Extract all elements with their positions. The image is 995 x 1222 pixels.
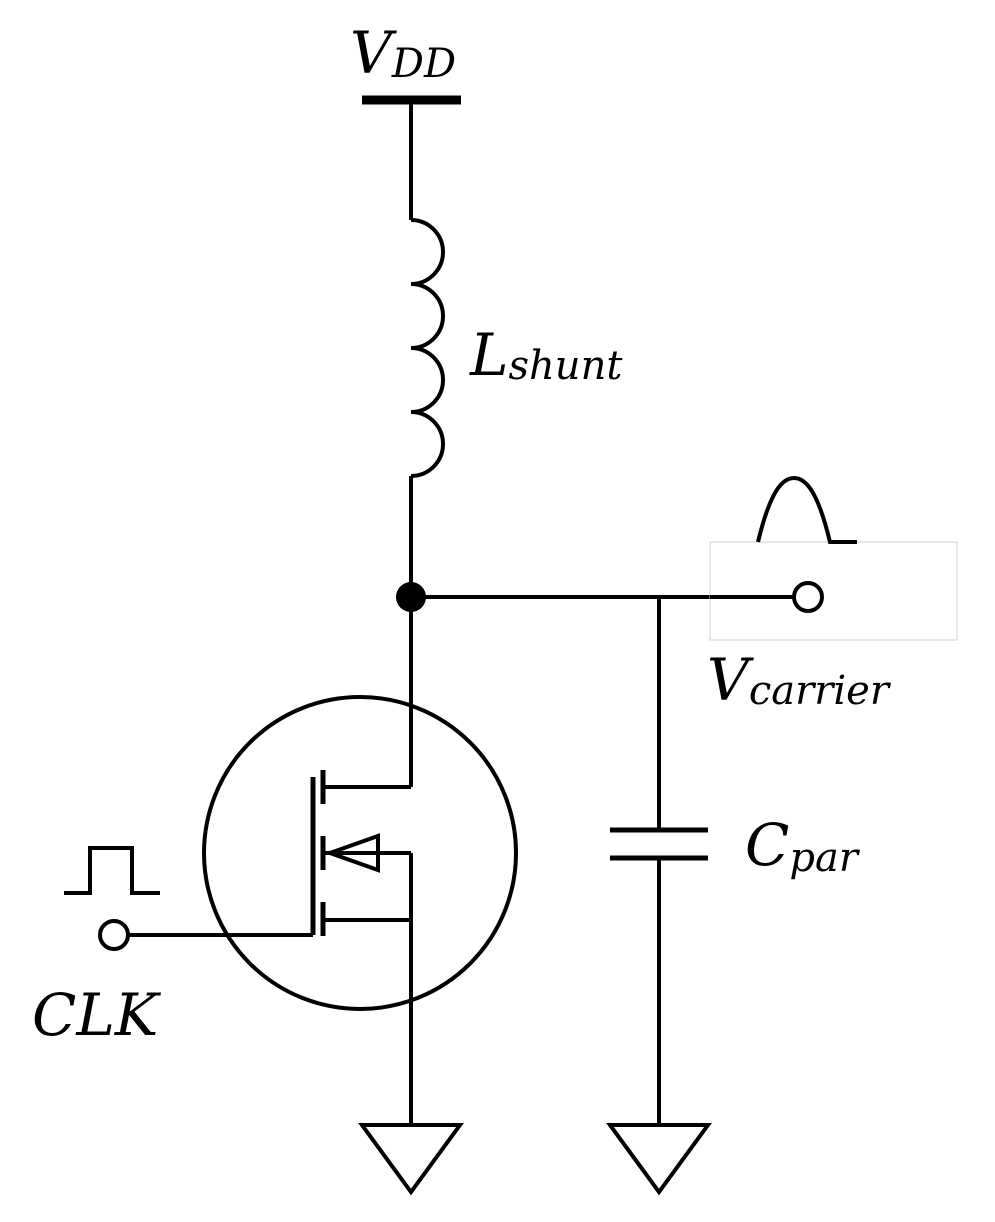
clk-label: CLK — [32, 981, 162, 1049]
inductor-label: Lshunt — [469, 321, 623, 389]
mosfet-body-arrow-icon — [324, 833, 380, 873]
source-ground-icon — [358, 1123, 464, 1196]
output-terminal[interactable] — [792, 581, 824, 613]
inductor-shunt — [410, 218, 445, 478]
clock-pulse-icon — [64, 846, 160, 895]
output-highlight-box — [709, 541, 958, 641]
carrier-pulse-icon — [756, 475, 857, 544]
mosfet-body-circle — [202, 695, 518, 1011]
vdd-label: VDD — [350, 19, 456, 87]
output-label: Vcarrier — [707, 646, 892, 714]
capacitor-ground-icon — [606, 1123, 712, 1196]
clk-terminal[interactable] — [98, 919, 130, 951]
capacitor-label: Cpar — [745, 811, 861, 881]
